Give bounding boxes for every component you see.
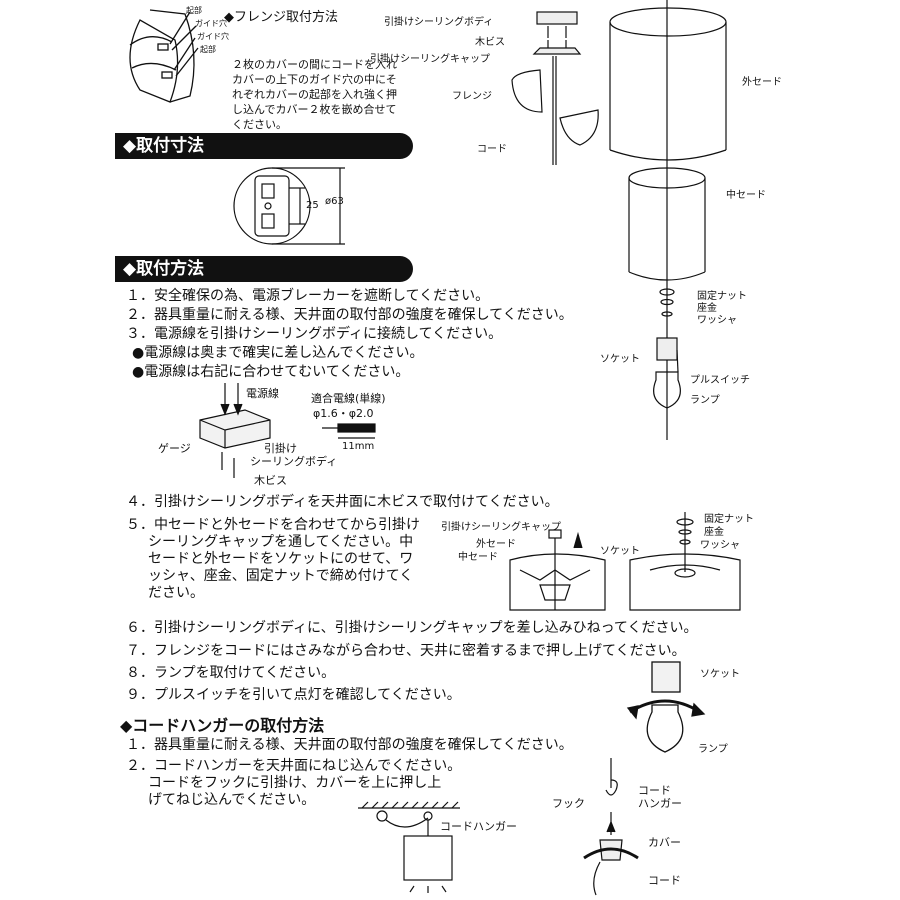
step5-line: シーリングキャップを通してください。中 [148,534,414,550]
dimensions-header: ◆取付寸法 [115,133,413,159]
method-bullet-1: ●電源線は奥まで確実に差し込んでください。 [132,345,424,361]
wire-spec-diameters: φ1.6・φ2.0 [313,407,374,420]
label-washer-seat: 座金 [697,303,717,314]
method-step-7: ７．フレンジをコードにはさみながら合わせ、天井に密着するまで押し上げてください。 [126,643,686,659]
label-socket: ソケット [600,354,640,365]
method-bullet-2: ●電源線は右記に合わせてむいてください。 [132,364,410,380]
hanger-label-cord-hanger: コードハンガー [440,820,517,833]
label-lamp: ランプ [690,395,720,406]
method-step-1: １．安全確保の為、電源ブレーカーを遮断してください。 [126,288,490,304]
wiring-label-gauge: ゲージ [158,442,191,455]
step5-label-seat: 座金 [704,527,724,538]
wiring-label-ceiling-body-1: 引掛け [264,442,297,455]
label-ceiling-cap: 引掛けシーリングキャップ [370,54,490,65]
step5-line: ５．中セードと外セードを合わせてから引掛け [126,517,420,533]
wiring-label-power-line: 電源線 [246,387,279,400]
method-step-6: ６．引掛けシーリングボディに、引掛けシーリングキャップを差し込みひねってください… [126,620,698,636]
step5-label-washer: ワッシャ [700,540,740,551]
step5-line: ださい。 [148,585,204,601]
flange-desc-line: ください。 [232,118,287,131]
method-header: ◆取付方法 [115,256,413,282]
hanger-label-hook: フック [552,797,585,810]
step5-label-outer: 外セード [476,539,516,550]
label-ceiling-body: 引掛けシーリングボディ [384,17,494,28]
label-cord: コード [477,144,507,155]
step5-label-nut: 固定ナット [704,514,754,525]
method-step-3: ３．電源線を引掛けシーリングボディに接続してください。 [126,326,503,342]
dimension-63: ø63 [325,196,344,207]
method-step-9: ９．プルスイッチを引いて点灯を確認してください。 [126,687,461,703]
flange-desc-line: れぞれカバーの起部を入れ強く押 [232,88,397,101]
flange-section-title: ◆フレンジ取付方法 [224,10,338,25]
hanger-step2-line: げてねじ込んでください。 [148,792,316,808]
flange-desc-line: カバーの上下のガイド穴の中にそ [232,73,397,86]
flange-label-kigo-top: 起部 [186,6,202,15]
step5-line: ッシャ、座金、固定ナットで締め付けてく [148,568,414,584]
label-wood-screw: 木ビス [475,37,505,48]
flange-desc-line: ２枚のカバーの間にコードを入れ [232,58,397,71]
wiring-label-wood-screw: 木ビス [254,474,287,487]
hanger-label-cover: カバー [648,836,681,849]
hanger-label-cord-1: コード [638,784,671,797]
step5-line: セードと外セードをソケットにのせて、ワ [148,551,414,567]
lamp-label-socket: ソケット [700,669,740,680]
hanger-step-1: １．器具重量に耐える様、天井面の取付部の強度を確保してください。 [126,737,573,753]
flange-label-guide-hole-2: ガイド穴 [197,32,229,41]
flange-label-kigo-bottom: 起部 [200,45,216,54]
wire-spec-title: 適合電線(単線) [311,392,386,405]
method-step-2: ２．器具重量に耐える様、天井面の取付部の強度を確保してください。 [126,307,573,323]
step5-label-socket: ソケット [600,546,640,557]
method-step-5: ５．中セードと外セードを合わせてから引掛け シーリングキャップを通してください。… [126,517,420,602]
hanger-label-cord-2: コード [648,874,681,887]
wiring-label-ceiling-body-2: シーリングボディ [250,455,338,468]
label-washer: ワッシャ [697,315,737,326]
hanger-step2-line: ２．コードハンガーを天井面にねじ込んでください。 [126,758,462,774]
dimension-25: 25 [306,200,319,211]
label-outer-shade: 外セード [742,77,782,88]
method-step-4: ４．引掛けシーリングボディを天井面に木ビスで取付けてください。 [126,494,559,510]
hanger-step-2: ２．コードハンガーを天井面にねじ込んでください。 コードをフックに引掛け、カバー… [126,758,461,809]
label-fixing-nut: 固定ナット [697,291,747,302]
hanger-section-title: ◆コードハンガーの取付方法 [120,716,325,735]
hanger-label-hanger: ハンガー [638,797,682,810]
step5-label-inner: 中セード [458,552,498,563]
step5-label-cap: 引掛けシーリングキャップ [441,522,561,533]
flange-label-guide-hole-1: ガイド穴 [195,19,227,28]
hanger-step2-line: コードをフックに引掛け、カバーを上に押し上 [148,775,442,791]
label-pull-switch: プルスイッチ [690,375,750,386]
wire-spec-strip-length: 11mm [342,441,375,452]
flange-description: ２枚のカバーの間にコードを入れ カバーの上下のガイド穴の中にそ れぞれカバーの起… [232,57,397,132]
label-flange: フレンジ [452,91,492,102]
lamp-label-lamp: ランプ [698,744,728,755]
flange-desc-line: し込んでカバー２枚を嵌め合せて [232,103,397,116]
method-step-8: ８．ランプを取付けてください。 [126,665,336,681]
label-inner-shade: 中セード [726,190,766,201]
